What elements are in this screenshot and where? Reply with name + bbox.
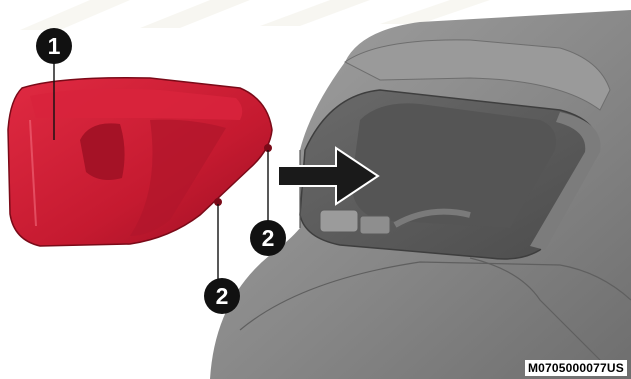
callout-2-upper: 2 [250,220,286,256]
callout-2-lower: 2 [204,278,240,314]
image-code: M0705000077US [525,360,627,376]
vehicle-body [210,10,631,379]
callout-2-lower-label: 2 [216,283,229,309]
callout-1: 1 [36,28,72,64]
callout-1-label: 1 [48,33,61,59]
callout-2-upper-label: 2 [262,225,275,251]
tail-lamp-assembly [8,78,272,246]
